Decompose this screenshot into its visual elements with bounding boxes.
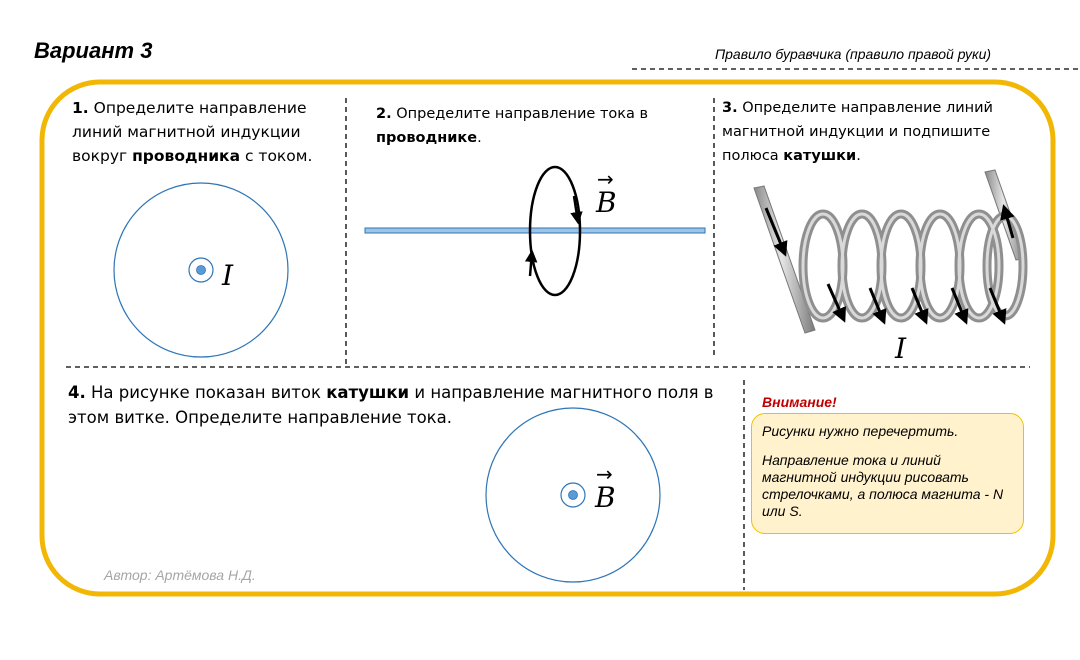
field-line-circle-1 [113, 182, 289, 358]
field-vector-arrow-fig4: → [596, 462, 613, 486]
coil-current-arrow [868, 287, 887, 325]
field-loop [528, 165, 582, 297]
field-label-fig4: B [594, 481, 616, 514]
conductor-dot-1 [196, 265, 206, 275]
coil-current-arrow [950, 287, 969, 325]
notice-box: Рисунки нужно перечертить. Направление т… [751, 413, 1024, 534]
task-frame [39, 79, 1056, 597]
current-label-fig3: I [894, 332, 907, 365]
notice-line-1: Рисунки нужно перечертить. [762, 423, 959, 439]
task-number: 4. [68, 383, 86, 402]
task-number: 2. [376, 106, 392, 122]
field-vector-arrow-fig2: → [597, 167, 614, 191]
current-label-fig1: I [221, 259, 234, 292]
field-label-fig2: B [595, 186, 617, 219]
figure-3-coil: I [753, 169, 1028, 365]
figure-2-straight-wire: B → [364, 165, 706, 297]
loop-arrow-bottom [524, 249, 538, 277]
task-4-text: 4. На рисунке показан виток катушки и на… [68, 383, 714, 427]
task-number: 3. [722, 100, 738, 116]
coil-current-arrow [826, 283, 846, 323]
coil-current-arrow [910, 287, 929, 325]
coil-current-arrow [764, 207, 788, 257]
figure-4-coil-turn: B → [485, 407, 661, 583]
rule-title: Правило буравчика (правило правой руки) [715, 46, 992, 62]
task-2-text: 2. Определите направление тока в проводн… [376, 106, 649, 146]
notice-line-2: Направление тока и линий магнитной индук… [762, 452, 1004, 519]
coil-lead-left [753, 185, 816, 334]
coil-turn-circle [485, 407, 661, 583]
author-credit: Автор: Артёмова Н.Д. [104, 567, 256, 583]
variant-title: Вариант 3 [34, 38, 153, 63]
field-dot-4 [568, 490, 578, 500]
task-1-text: 1. Определите направление линий магнитно… [72, 99, 313, 165]
notice-title: Внимание! [762, 394, 837, 410]
loop-arrow-top [570, 195, 583, 225]
coil-current-arrow [1000, 204, 1015, 239]
task-number: 1. [72, 99, 89, 117]
figure-1-conductor: I [113, 182, 289, 358]
task-3-text: 3. Определите направление линий магнитно… [722, 100, 993, 164]
coil-current-arrow [988, 287, 1007, 325]
straight-conductor [364, 227, 706, 234]
